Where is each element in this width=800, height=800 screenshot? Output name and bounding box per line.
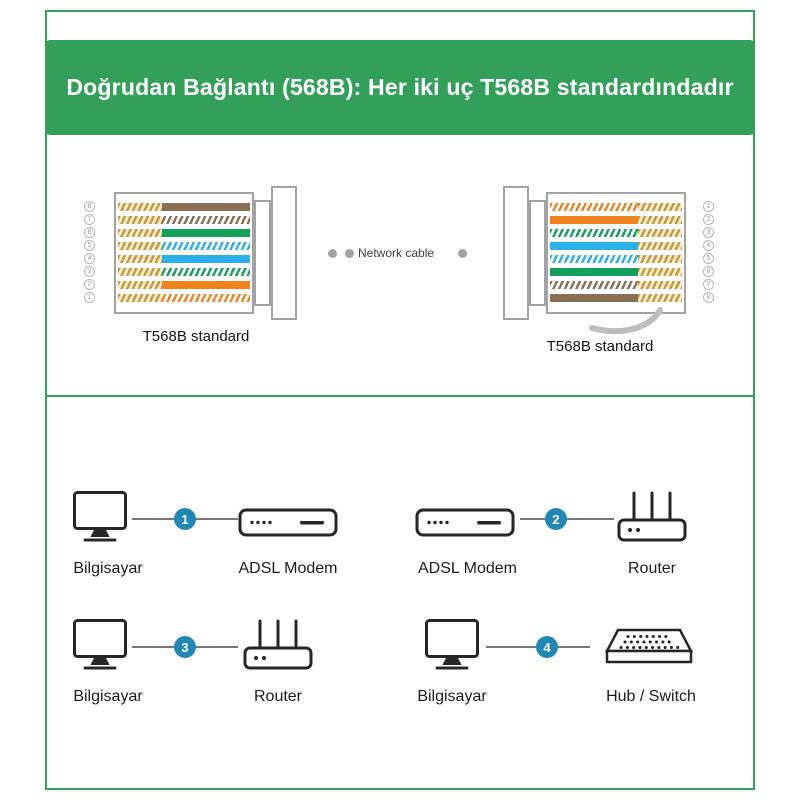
wire-blue (550, 242, 682, 250)
pin-number-6: 6 (703, 266, 714, 277)
wire-white-green (118, 268, 250, 276)
device-label: Router (627, 560, 677, 577)
wire-white-brown (118, 216, 250, 224)
pin-number-5: 5 (84, 240, 95, 251)
wire-orange (118, 281, 250, 289)
device-label: Router (253, 688, 303, 705)
wire-stack-right (550, 203, 682, 302)
plug-neck-left (254, 200, 271, 306)
step-badge: 4 (536, 636, 558, 658)
pin-number-4: 4 (703, 240, 714, 251)
adsl-modem-icon (415, 508, 515, 537)
hub-switch-icon (604, 628, 693, 664)
cable-dot (328, 249, 337, 258)
connection-line (520, 518, 614, 520)
adsl-modem-icon (238, 508, 338, 537)
pin-column-right: 1 2 3 4 5 6 7 8 (703, 201, 714, 303)
device-label: Bilgisayar (417, 688, 487, 705)
standard-label-right: T568B standard (546, 338, 654, 355)
wire-blue (118, 255, 250, 263)
device-label: Bilgisayar (73, 560, 143, 577)
wire-green (550, 268, 682, 276)
device-label: ADSL Modem (238, 560, 338, 577)
pin-number-7: 7 (703, 279, 714, 290)
pin-number-5: 5 (703, 253, 714, 264)
wire-white-orange (550, 203, 682, 211)
wire-white-brown (550, 281, 682, 289)
plug-neck-right (529, 200, 546, 306)
pin-number-8: 8 (84, 201, 95, 212)
wire-brown (550, 294, 682, 302)
connector-housing-left (114, 192, 254, 314)
router-icon (243, 619, 313, 670)
pin-number-3: 3 (84, 266, 95, 277)
computer-icon (425, 619, 479, 670)
section-divider (45, 395, 755, 397)
step-badge: 3 (174, 636, 196, 658)
wire-brown (118, 203, 250, 211)
wire-white-blue (550, 255, 682, 263)
step-badge: 1 (174, 508, 196, 530)
pin-number-6: 6 (84, 227, 95, 238)
cable-dot (458, 249, 467, 258)
cable-swoosh-icon (589, 307, 663, 335)
network-cable-label: Network cable (358, 246, 435, 260)
pin-column-left: 8 7 6 5 4 3 2 1 (84, 201, 95, 303)
pin-number-8: 8 (703, 292, 714, 303)
device-label: ADSL Modem (418, 560, 517, 577)
plug-tip-right (503, 186, 529, 320)
pin-number-4: 4 (84, 253, 95, 264)
standard-label-left: T568B standard (142, 328, 250, 345)
computer-icon (73, 491, 127, 542)
cable-dot (345, 249, 354, 258)
pin-number-3: 3 (703, 227, 714, 238)
header-banner: Doğrudan Bağlantı (568B): Her iki uç T56… (45, 40, 755, 135)
wire-white-orange (118, 294, 250, 302)
router-icon (617, 491, 687, 542)
pin-number-7: 7 (84, 214, 95, 225)
wire-green (118, 229, 250, 237)
wire-stack-left (118, 203, 250, 302)
pin-number-2: 2 (703, 214, 714, 225)
device-label: Hub / Switch (606, 688, 696, 705)
device-label: Bilgisayar (73, 688, 143, 705)
step-badge: 2 (545, 508, 567, 530)
page-title: Doğrudan Bağlantı (568B): Her iki uç T56… (66, 74, 734, 100)
computer-icon (73, 619, 127, 670)
pin-number-2: 2 (84, 279, 95, 290)
connector-housing-right (546, 192, 686, 314)
wire-white-blue (118, 242, 250, 250)
outer-frame (45, 10, 755, 790)
plug-tip-left (271, 186, 297, 320)
wire-orange (550, 216, 682, 224)
pin-number-1: 1 (703, 201, 714, 212)
wire-white-green (550, 229, 682, 237)
pin-number-1: 1 (84, 292, 95, 303)
